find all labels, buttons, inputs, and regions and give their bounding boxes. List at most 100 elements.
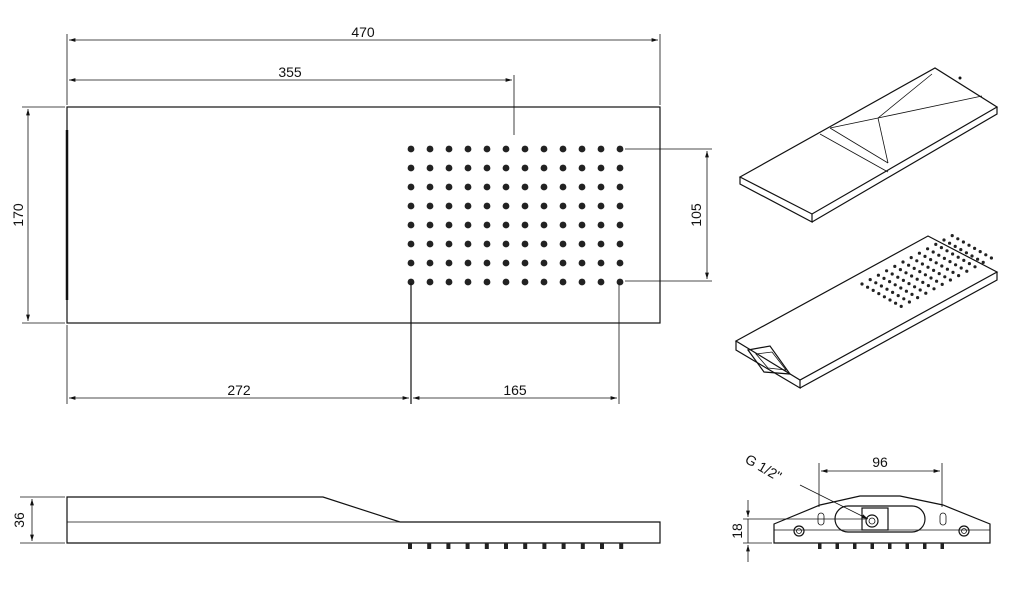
spray-hole bbox=[521, 278, 529, 286]
nozzle bbox=[427, 543, 432, 549]
iso-spray-hole bbox=[898, 268, 903, 272]
spray-hole bbox=[426, 240, 434, 248]
spray-hole bbox=[597, 145, 605, 153]
iso-spray-hole bbox=[902, 297, 906, 301]
iso-spray-hole bbox=[918, 288, 922, 292]
spray-hole bbox=[559, 202, 567, 210]
iso-spray-grid bbox=[860, 234, 994, 308]
thread-callout: G 1/2" bbox=[743, 451, 869, 520]
spray-hole bbox=[483, 259, 491, 267]
spray-hole-grid bbox=[407, 145, 624, 286]
nozzle bbox=[580, 543, 585, 549]
spray-hole bbox=[502, 278, 510, 286]
spray-hole bbox=[464, 259, 472, 267]
iso-spray-hole bbox=[937, 272, 941, 276]
spray-hole bbox=[445, 259, 453, 267]
nozzle bbox=[853, 543, 857, 549]
iso-spray-hole bbox=[957, 274, 961, 278]
spray-hole bbox=[616, 240, 624, 248]
iso-spray-hole bbox=[893, 283, 897, 287]
iso-spray-hole bbox=[934, 242, 938, 246]
dim-label-96: 96 bbox=[872, 454, 888, 470]
spray-hole bbox=[616, 221, 624, 229]
spray-hole bbox=[426, 164, 434, 172]
dim-label-470: 470 bbox=[351, 24, 375, 40]
iso-spray-hole bbox=[923, 273, 928, 277]
spray-hole bbox=[597, 240, 605, 248]
iso-spray-hole bbox=[893, 264, 897, 268]
iso-spray-hole bbox=[917, 251, 922, 255]
iso-spray-hole bbox=[965, 269, 969, 273]
dim-label-355: 355 bbox=[278, 64, 302, 80]
spray-hole bbox=[445, 145, 453, 153]
iso-spray-hole bbox=[915, 277, 919, 281]
iso-spray-hole bbox=[956, 237, 960, 241]
thread-label: G 1/2" bbox=[743, 451, 785, 484]
spray-hole bbox=[578, 164, 586, 172]
spray-hole bbox=[464, 164, 472, 172]
iso-spray-hole bbox=[882, 295, 887, 299]
spray-hole bbox=[464, 278, 472, 286]
dim-spray-offset: 355 bbox=[69, 64, 515, 135]
iso-spray-hole bbox=[981, 260, 985, 264]
spray-hole bbox=[464, 202, 472, 210]
iso-spray-hole bbox=[931, 250, 935, 254]
spray-hole bbox=[578, 183, 586, 191]
spray-hole bbox=[559, 164, 567, 172]
iso-spray-hole bbox=[984, 253, 988, 257]
iso-spray-hole bbox=[950, 234, 954, 238]
spray-hole bbox=[597, 278, 605, 286]
iso-spray-hole bbox=[877, 292, 881, 296]
iso-spray-hole bbox=[926, 284, 931, 288]
spray-hole bbox=[464, 183, 472, 191]
spray-hole bbox=[521, 202, 529, 210]
iso-spray-hole bbox=[888, 280, 892, 284]
spray-hole bbox=[445, 183, 453, 191]
iso-spray-hole bbox=[940, 264, 944, 268]
iso-spray-hole bbox=[956, 255, 960, 259]
spray-hole bbox=[464, 145, 472, 153]
iso-spray-hole bbox=[912, 266, 916, 270]
nozzle bbox=[542, 543, 547, 549]
spray-hole bbox=[407, 183, 415, 191]
spray-hole bbox=[578, 202, 586, 210]
dim-height: 36 bbox=[11, 496, 65, 544]
dim-spray-field-height: 105 bbox=[625, 148, 712, 282]
iso-view-top bbox=[738, 67, 999, 223]
spray-hole bbox=[502, 164, 510, 172]
iso-spray-hole bbox=[945, 249, 949, 253]
iso-spray-hole bbox=[921, 280, 925, 284]
nozzle bbox=[835, 543, 839, 549]
spray-hole bbox=[502, 202, 510, 210]
iso-spray-hole bbox=[932, 287, 936, 291]
spray-hole bbox=[597, 183, 605, 191]
spray-hole bbox=[597, 259, 605, 267]
iso-spray-hole bbox=[954, 263, 958, 267]
spray-hole bbox=[483, 221, 491, 229]
iso-spray-hole bbox=[951, 270, 955, 274]
spray-hole bbox=[426, 145, 434, 153]
iso-spray-hole bbox=[940, 282, 944, 286]
dim-inlet-height: 18 bbox=[729, 500, 866, 562]
iso-spray-hole bbox=[959, 248, 963, 252]
spray-hole bbox=[407, 164, 415, 172]
spray-hole bbox=[407, 278, 415, 286]
nozzle bbox=[600, 543, 604, 549]
iso-spray-hole bbox=[871, 288, 875, 292]
iso-spray-hole bbox=[929, 276, 933, 280]
spray-hole bbox=[426, 221, 434, 229]
spray-hole bbox=[540, 240, 548, 248]
end-view bbox=[773, 495, 991, 549]
spray-hole bbox=[407, 221, 415, 229]
iso-spray-hole bbox=[970, 254, 974, 258]
spray-hole bbox=[426, 202, 434, 210]
dim-overall-length: 470 bbox=[66, 24, 661, 105]
spray-hole bbox=[540, 259, 548, 267]
iso-spray-hole bbox=[890, 272, 894, 276]
spray-hole bbox=[483, 183, 491, 191]
panel-outline bbox=[66, 106, 661, 324]
dim-label-170: 170 bbox=[10, 203, 26, 227]
iso-spray-hole bbox=[901, 278, 906, 282]
spray-hole bbox=[407, 145, 415, 153]
iso-spray-hole bbox=[932, 268, 936, 272]
